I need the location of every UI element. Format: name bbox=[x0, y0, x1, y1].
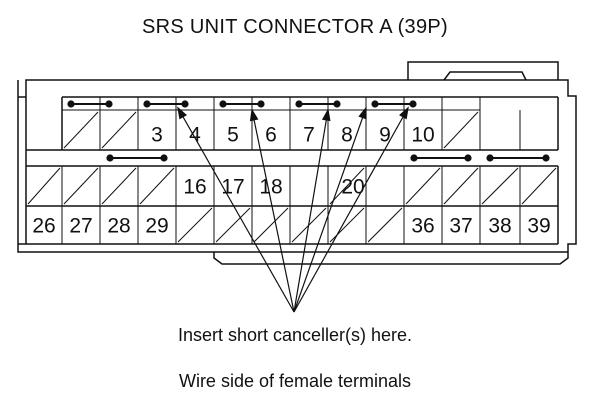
blocked-cell-slash bbox=[443, 111, 479, 149]
callout-arrow bbox=[251, 109, 295, 313]
short-dot bbox=[67, 100, 75, 108]
blocked-cell-slash bbox=[367, 207, 403, 243]
pin-label: 27 bbox=[69, 215, 92, 238]
pin-label: 9 bbox=[379, 124, 391, 147]
arrowhead bbox=[399, 106, 409, 120]
short-dot bbox=[295, 100, 303, 108]
blocked-cell-slash bbox=[215, 207, 251, 243]
callout-arrows bbox=[177, 106, 409, 313]
blocked-cell-slash bbox=[63, 167, 99, 205]
short-dot bbox=[143, 100, 151, 108]
callout-arrow bbox=[293, 109, 329, 313]
blocked-cell-slash bbox=[101, 167, 137, 205]
short-dot bbox=[181, 100, 189, 108]
callout-text: Insert short canceller(s) here. bbox=[177, 325, 413, 345]
callout-arrow bbox=[293, 107, 367, 313]
short-dot bbox=[333, 100, 341, 108]
short-dot bbox=[105, 100, 113, 108]
callout-arrow bbox=[293, 107, 409, 313]
short-canceller-bars bbox=[67, 100, 550, 162]
callout-arrow bbox=[177, 107, 295, 313]
short-dot bbox=[410, 154, 418, 162]
short-dot bbox=[464, 154, 472, 162]
pin-label: 37 bbox=[449, 215, 472, 238]
pin-label: 39 bbox=[527, 215, 550, 238]
pin-label: 26 bbox=[32, 215, 55, 238]
blocked-cell-slash bbox=[63, 111, 99, 149]
short-dot bbox=[486, 154, 494, 162]
blocked-cell-slash bbox=[101, 111, 137, 149]
arrowhead bbox=[321, 108, 331, 122]
arrowhead bbox=[249, 108, 259, 122]
pin-label: 18 bbox=[259, 176, 282, 199]
blocked-cell-slash bbox=[329, 167, 365, 205]
blocked-cell-slash bbox=[443, 167, 479, 205]
blocked-cell-slash bbox=[27, 167, 61, 205]
pin-label: 16 bbox=[183, 176, 206, 199]
short-dot bbox=[106, 154, 114, 162]
short-dot bbox=[219, 100, 227, 108]
pin-label: 3 bbox=[151, 124, 163, 147]
pin-label: 5 bbox=[227, 124, 239, 147]
blocked-cell-slash bbox=[177, 207, 213, 243]
blocked-cell-slash bbox=[139, 167, 175, 205]
pin-label: 38 bbox=[488, 215, 511, 238]
diagram-title: SRS UNIT CONNECTOR A (39P) bbox=[141, 16, 448, 38]
blocked-cell-slash bbox=[253, 207, 289, 243]
arrowhead bbox=[177, 106, 188, 120]
footer-text: Wire side of female terminals bbox=[178, 371, 412, 391]
pin-label: 6 bbox=[265, 124, 277, 147]
pin-label: 28 bbox=[107, 215, 130, 238]
pin-label: 7 bbox=[303, 124, 315, 147]
pin-label: 29 bbox=[145, 215, 168, 238]
blocked-cell-slash bbox=[329, 207, 365, 243]
pin-labels: 3 4 5 6 7 8 9 10 16 17 18 20 26 27 28 29 36 37 38 39 bbox=[32, 124, 550, 238]
connector-housing bbox=[17, 61, 577, 265]
short-dot bbox=[160, 154, 168, 162]
arrowhead bbox=[358, 106, 367, 120]
pin-label: 10 bbox=[411, 124, 434, 147]
blocked-cell-slash bbox=[521, 167, 557, 205]
terminal-grid bbox=[27, 97, 557, 244]
blocked-cell-slash bbox=[405, 167, 441, 205]
short-dot bbox=[542, 154, 550, 162]
short-dot bbox=[409, 100, 417, 108]
short-dot bbox=[371, 100, 379, 108]
pin-label: 20 bbox=[341, 176, 364, 199]
pin-label: 4 bbox=[189, 124, 201, 147]
short-dot bbox=[257, 100, 265, 108]
pin-label: 17 bbox=[221, 176, 244, 199]
pin-label: 36 bbox=[411, 215, 434, 238]
blocked-cell-slash bbox=[481, 167, 519, 205]
pin-label: 8 bbox=[341, 124, 353, 147]
